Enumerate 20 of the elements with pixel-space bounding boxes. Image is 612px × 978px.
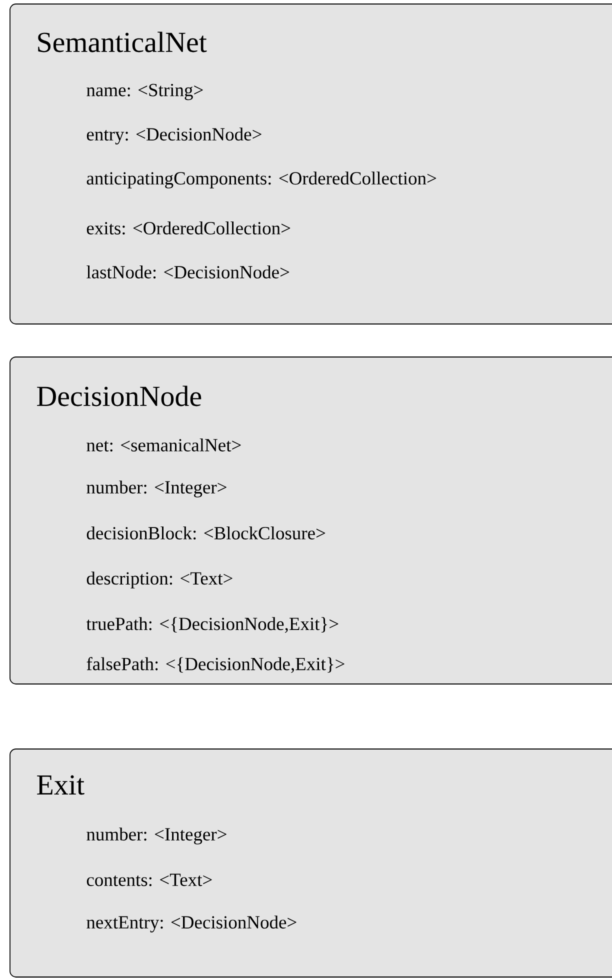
attribute-text: description: <Text> — [86, 572, 232, 588]
attribute-text: number: <Integer> — [86, 828, 226, 844]
attribute-text: number: <Integer> — [86, 480, 226, 498]
attribute-text: lastNode: <DecisionNode> — [86, 265, 290, 279]
attribute-text: truePath: <{DecisionNode,Exit}> — [86, 617, 338, 633]
attribute-text: decisionBlock: <BlockClosure> — [86, 526, 326, 540]
attribute-text: contents: <Text> — [86, 874, 212, 886]
class-name: SemanticalNet — [38, 32, 207, 52]
attribute-text: exits: <OrderedCollection> — [86, 221, 290, 235]
class-name: Exit — [37, 775, 84, 795]
attribute-text: anticipatingComponents: <OrderedCollection> — [86, 172, 436, 188]
class-box — [10, 748, 612, 978]
attribute-text: falsePath: <{DecisionNode,Exit}> — [86, 657, 344, 673]
attribute-text: entry: <DecisionNode> — [86, 128, 262, 144]
attribute-text: name: <String> — [86, 84, 203, 100]
attribute-text: nextEntry: <DecisionNode> — [86, 916, 296, 932]
attribute-text: net: <semanicalNet> — [86, 438, 241, 452]
class-name: DecisionNode — [37, 386, 202, 406]
class-box — [10, 356, 612, 684]
class-box — [10, 4, 612, 324]
